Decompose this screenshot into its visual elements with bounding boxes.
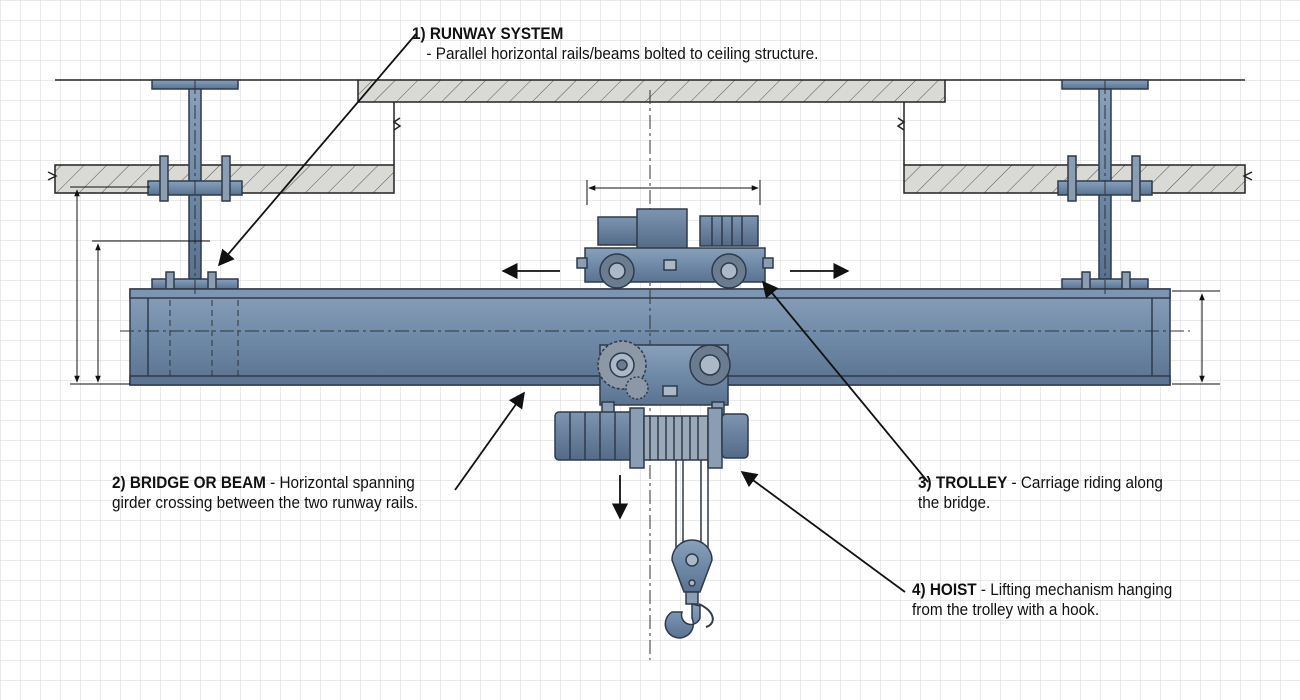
bridge-description-1: - Horizontal spanning — [265, 473, 415, 492]
label-bridge-or-beam: 2) BRIDGE OR BEAM - Horizontal spanning … — [112, 473, 418, 513]
leader-bridge — [454, 391, 525, 491]
hoist — [554, 401, 749, 469]
trolley — [576, 208, 774, 289]
trolley-description-1: - Carriage riding along — [1007, 473, 1163, 492]
label-runway-system: 1) RUNWAY SYSTEM - Parallel horizontal r… — [412, 24, 818, 64]
runway-description: - Parallel horizontal rails/beams bolted… — [426, 44, 819, 63]
bridge-number: 2) — [112, 473, 126, 492]
runway-title: RUNWAY SYSTEM — [429, 24, 564, 43]
trolley-number: 3) — [918, 473, 932, 492]
trolley-description-2: the bridge. — [918, 493, 991, 512]
hoist-carriage — [597, 340, 731, 406]
runway-number: 1) — [412, 24, 426, 43]
leader-hoist — [740, 471, 906, 593]
trolley-dimension — [586, 180, 761, 205]
trolley-title: TROLLEY — [935, 473, 1008, 492]
hoist-title: HOIST — [929, 580, 977, 599]
dimension-lines — [70, 186, 1220, 385]
leader-trolley — [761, 280, 929, 483]
bridge-title: BRIDGE OR BEAM — [129, 473, 266, 492]
label-trolley: 3) TROLLEY - Carriage riding along the b… — [918, 473, 1163, 513]
label-hoist: 4) HOIST - Lifting mechanism hanging fro… — [912, 580, 1172, 620]
hoist-number: 4) — [912, 580, 926, 599]
hoist-description-1: - Lifting mechanism hanging — [976, 580, 1173, 599]
leader-arrows — [217, 33, 929, 593]
hoist-hook — [664, 460, 714, 639]
bridge-description-2: girder crossing between the two runway r… — [112, 493, 419, 512]
hoist-description-2: from the trolley with a hook. — [912, 600, 1100, 619]
leader-runway — [217, 33, 417, 267]
